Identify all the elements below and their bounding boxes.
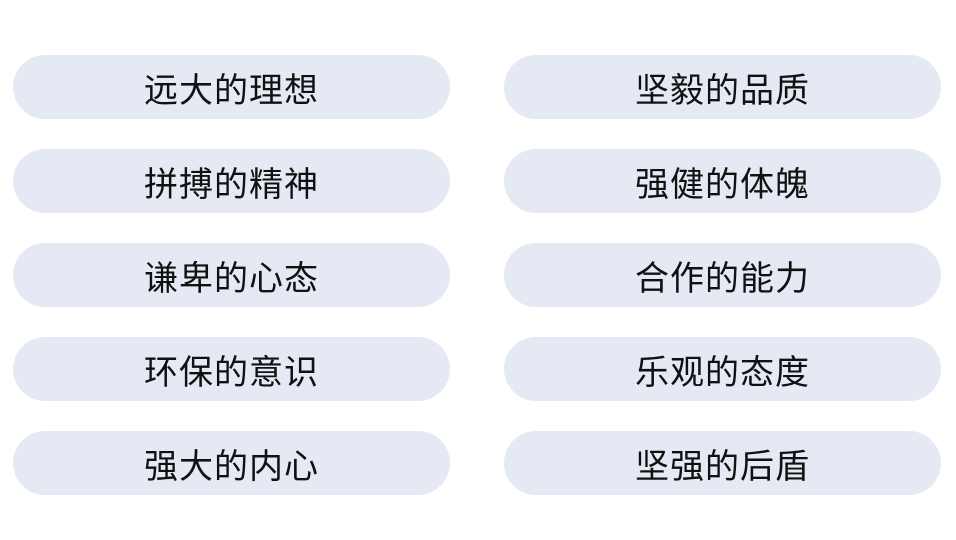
quality-label: 坚强的后盾: [635, 446, 810, 487]
quality-pill: 谦卑的心态: [13, 243, 450, 307]
quality-label: 环保的意识: [144, 352, 319, 393]
quality-label: 强健的体魄: [635, 164, 810, 205]
quality-pill: 坚强的后盾: [504, 431, 941, 495]
quality-label: 谦卑的心态: [144, 258, 319, 299]
quality-label: 拼搏的精神: [144, 164, 319, 205]
quality-pill: 乐观的态度: [504, 337, 941, 401]
quality-pill: 拼搏的精神: [13, 149, 450, 213]
quality-label: 强大的内心: [144, 446, 319, 487]
quality-pill: 强健的体魄: [504, 149, 941, 213]
quality-pill: 坚毅的品质: [504, 55, 941, 119]
quality-pill: 强大的内心: [13, 431, 450, 495]
quality-pill: 合作的能力: [504, 243, 941, 307]
quality-pill: 环保的意识: [13, 337, 450, 401]
quality-label: 坚毅的品质: [635, 70, 810, 111]
quality-label: 远大的理想: [144, 70, 319, 111]
quality-pill: 远大的理想: [13, 55, 450, 119]
qualities-grid: 远大的理想 坚毅的品质 拼搏的精神 强健的体魄 谦卑的心态 合作的能力 环保的意…: [13, 55, 941, 495]
quality-label: 乐观的态度: [635, 352, 810, 393]
quality-label: 合作的能力: [635, 258, 810, 299]
